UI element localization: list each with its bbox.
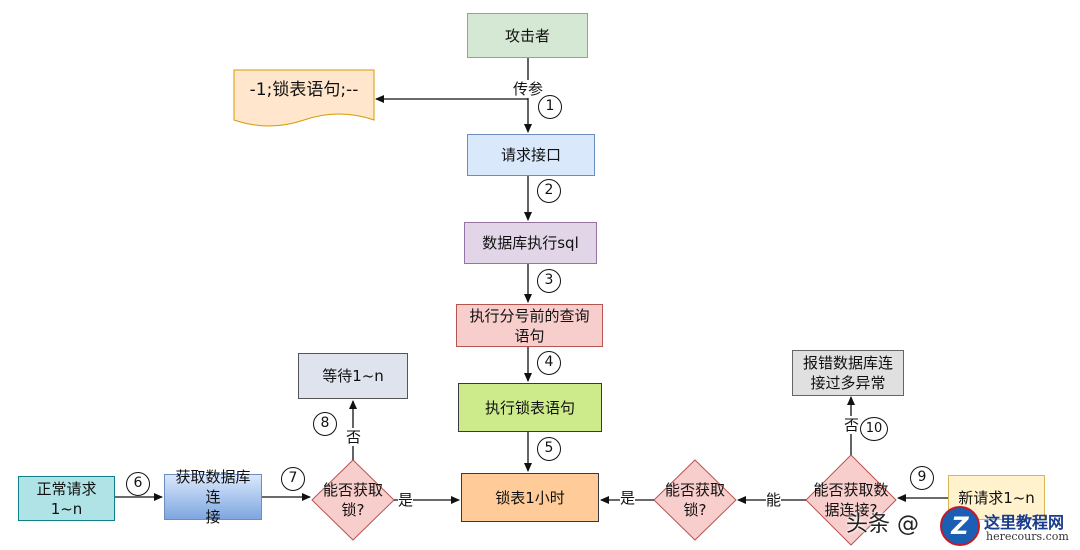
diamond-can-conn-right (805, 454, 897, 546)
node-request-api-label: 请求接口 (500, 146, 561, 164)
diamond-can-lock-mid (653, 459, 737, 541)
step-8-marker: 8 (313, 412, 337, 436)
node-wait-label: 等待1~n (322, 367, 384, 385)
step-3-marker: 3 (537, 269, 561, 293)
node-attacker-label: 攻击者 (504, 26, 550, 45)
watermark-logo-letter: Z (951, 512, 969, 540)
node-new-request-label: 新请求1~n (958, 488, 1035, 507)
step-5-marker: 5 (537, 437, 561, 461)
edge-label-yes-left: 是 (398, 491, 414, 509)
node-wait: 等待1~n (298, 353, 408, 399)
diamond-can-lock-mid-label: 能否获取 锁? (664, 481, 725, 519)
node-attacker: 攻击者 (467, 13, 588, 58)
diamond-can-lock-left (311, 459, 395, 541)
node-exec-before-label: 执行分号前的查询 语句 (469, 306, 590, 345)
step-6-marker: 6 (126, 472, 150, 496)
node-normal-request-label: 正常请求1~n (36, 479, 97, 518)
node-db-exec-label: 数据库执行sql (482, 234, 579, 252)
node-lock-table: 锁表1小时 (461, 473, 599, 522)
node-get-conn: 获取数据库连 接 (164, 468, 262, 526)
step-1-marker: 1 (538, 95, 562, 119)
watermark-site-url: herecours.com (986, 530, 1069, 543)
node-get-conn-label: 获取数据库连 接 (175, 468, 251, 526)
node-exec-before: 执行分号前的查询 语句 (456, 304, 603, 347)
node-db-exec: 数据库执行sql (464, 222, 597, 264)
node-payload-label: -1;锁表语句;-- (249, 80, 359, 100)
diamond-can-lock-left-label: 能否获取 锁? (322, 481, 383, 519)
node-lock-table-label: 锁表1小时 (495, 488, 565, 507)
node-error-label: 报错数据库连 接过多异常 (802, 354, 893, 392)
watermark-logo: Z (940, 506, 980, 546)
step-4-marker: 4 (537, 351, 561, 375)
watermark-site-name: 这里教程网 (984, 513, 1065, 532)
diamond-can-conn-right-label: 能否获取数 据连接? (813, 481, 889, 519)
node-error: 报错数据库连 接过多异常 (792, 350, 904, 396)
node-normal-request: 正常请求1~n (18, 476, 115, 521)
step-2-marker: 2 (537, 179, 561, 203)
step-9-marker: 9 (910, 466, 934, 490)
edge-label-no-left: 否 (346, 428, 362, 446)
node-exec-lock: 执行锁表语句 (458, 383, 602, 432)
watermark-source: 头条 @ (846, 512, 919, 537)
payload-shape (233, 69, 375, 127)
edge-label-no-right: 否 (844, 416, 860, 434)
step-7-marker: 7 (281, 467, 305, 491)
edge-label-pass-param: 传参 (513, 80, 544, 98)
edge-label-yes-mid: 是 (620, 489, 636, 507)
step-10-marker: 10 (860, 417, 888, 441)
edge-label-can: 能 (766, 491, 782, 509)
node-request-api: 请求接口 (467, 134, 595, 176)
node-exec-lock-label: 执行锁表语句 (484, 398, 575, 417)
